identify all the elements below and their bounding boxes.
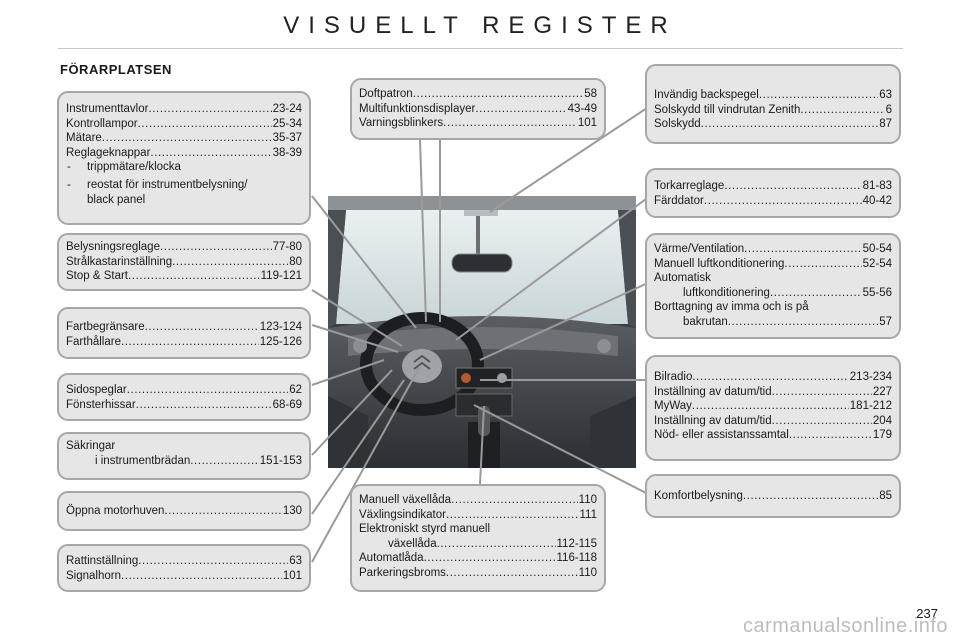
entry-row: Stop & Start119-121 — [66, 269, 302, 284]
page-title: VISUELLT REGISTER — [283, 12, 677, 39]
entry-row: Doftpatron58 — [359, 87, 597, 102]
entry-row: Inställning av datum/tid204 — [654, 414, 892, 429]
entry-row: Torkarreglage81-83 — [654, 179, 892, 194]
box-steering: Rattinställning63 Signalhorn101 — [57, 544, 311, 592]
entry-row: Signalhorn101 — [66, 569, 302, 584]
entry-row: Solskydd87 — [654, 117, 892, 132]
page-number: 237 — [916, 606, 938, 621]
dashboard-photo — [328, 196, 636, 468]
entry-row: Parkeringsbroms110 — [359, 566, 597, 581]
entry-row: Fartbegränsare123-124 — [66, 320, 302, 335]
entry-row: Reglageknappar38-39 — [66, 146, 302, 161]
entry-row: Bilradio213-234 — [654, 370, 892, 385]
entry-row: Farthållare125-126 — [66, 335, 302, 350]
entry-row: Invändig backspegel63 — [654, 88, 892, 103]
entry-row: luftkonditionering55-56 — [654, 286, 892, 301]
entry-row: Multifunktionsdisplayer43-49 — [359, 102, 597, 117]
entry-row: Öppna motorhuven130 — [66, 504, 302, 519]
entry-row: Växlingsindikator111 — [359, 508, 597, 523]
entry-row: Komfortbelysning85 — [654, 489, 892, 504]
box-mirrors: Sidospeglar62 Fönsterhissar68-69 — [57, 373, 311, 421]
box-radio: Bilradio213-234 Inställning av datum/tid… — [645, 355, 901, 461]
entry-row: Värme/Ventilation50-54 — [654, 242, 892, 257]
box-bonnet: Öppna motorhuven130 — [57, 491, 311, 531]
box-mirror-inside: Invändig backspegel63 Solskydd till vind… — [645, 64, 901, 144]
entry-row: Sidospeglar62 — [66, 383, 302, 398]
box-topcenter: Doftpatron58 Multifunktionsdisplayer43-4… — [350, 78, 606, 140]
entry-row: Strålkastarinställning80 — [66, 255, 302, 270]
entry-row: Belysningsreglage77-80 — [66, 240, 302, 255]
entry-row: Automatlåda116-118 — [359, 551, 597, 566]
entry-row: Nöd- eller assistanssamtal179 — [654, 428, 892, 443]
box-fuses: Säkringar i instrumentbrädan151-153 — [57, 432, 311, 480]
entry-row: Mätare35-37 — [66, 131, 302, 146]
entry-row: Solskydd till vindrutan Zenith6 — [654, 103, 892, 118]
entry-row: MyWay181-212 — [654, 399, 892, 414]
entry-row: Kontrollampor25-34 — [66, 117, 302, 132]
box-climate: Värme/Ventilation50-54 Manuell luftkondi… — [645, 233, 901, 339]
box-wipers: Torkarreglage81-83 Färddator40-42 — [645, 168, 901, 218]
entry-row: bakrutan57 — [654, 315, 892, 330]
entry-row: Varningsblinkers101 — [359, 116, 597, 131]
entry-row: Fönsterhissar68-69 — [66, 398, 302, 413]
entry-row: Inställning av datum/tid227 — [654, 385, 892, 400]
bullet-item: -trippmätare/klocka — [67, 161, 181, 174]
entry-row: Instrumenttavlor23-24 — [66, 102, 302, 117]
box-speed: Fartbegränsare123-124 Farthållare125-126 — [57, 307, 311, 359]
entry-row: växellåda112-115 — [359, 537, 597, 552]
title-divider — [58, 48, 903, 49]
section-heading: FÖRARPLATSEN — [60, 62, 172, 77]
entry-row: i instrumentbrädan151-153 — [66, 454, 302, 469]
bullet-item-continued: black panel — [87, 193, 146, 206]
bullet-item: -reostat för instrumentbelysning/ — [67, 178, 248, 191]
box-instrument: Instrumenttavlor23-24 Kontrollampor25-34… — [57, 91, 311, 225]
box-gearbox: Manuell växellåda110 Växlingsindikator11… — [350, 484, 606, 592]
watermark: carmanualsonline.info — [742, 615, 948, 637]
box-comfort: Komfortbelysning85 — [645, 474, 901, 518]
entry-row: Färddator40-42 — [654, 194, 892, 209]
entry-row: Manuell luftkonditionering52-54 — [654, 257, 892, 272]
entry-row: Manuell växellåda110 — [359, 493, 597, 508]
box-lights: Belysningsreglage77-80 Strålkastarinstäl… — [57, 233, 311, 291]
entry-row: Rattinställning63 — [66, 554, 302, 569]
